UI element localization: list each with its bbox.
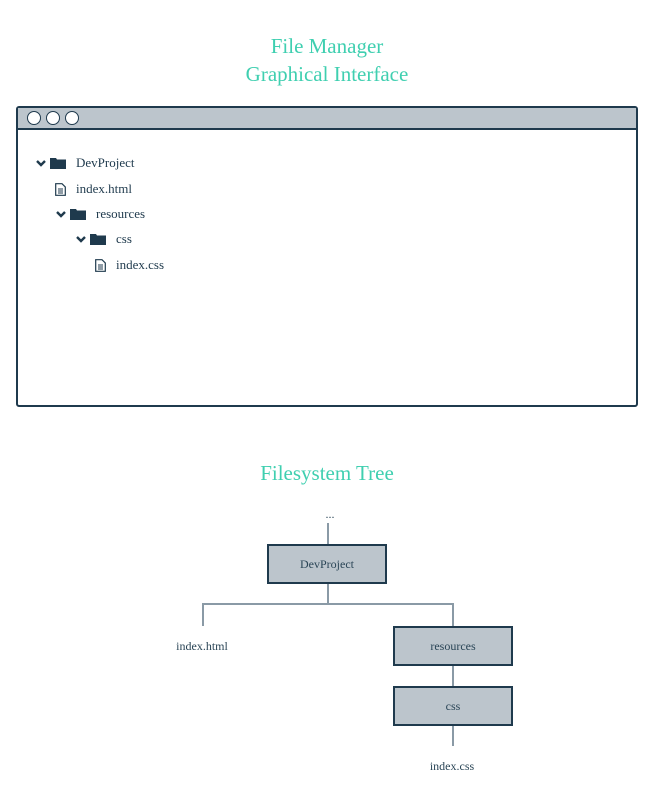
- tree-item-label: index.html: [76, 181, 132, 196]
- node-resources: resources: [393, 626, 513, 666]
- tree-item-label: index.css: [116, 257, 165, 272]
- page-title-line1: File Manager: [270, 34, 384, 58]
- leaf-index-html: index.html: [176, 639, 228, 653]
- tree-item-resources[interactable]: resources: [56, 206, 145, 222]
- tree-item-label: resources: [96, 206, 146, 221]
- folder-icon: [50, 157, 66, 169]
- window-titlebar[interactable]: [18, 108, 636, 130]
- file-manager-window: DevProject index.html resources css inde…: [16, 106, 638, 407]
- connector-line: [202, 603, 204, 626]
- tree-item-label: DevProject: [76, 155, 135, 170]
- tree-item-css[interactable]: css: [76, 231, 132, 247]
- folder-icon: [90, 233, 106, 245]
- ellipsis-label: ...: [325, 507, 335, 521]
- connector-line: [202, 603, 454, 605]
- chevron-down-icon[interactable]: [56, 209, 66, 219]
- tree-item-devproject[interactable]: DevProject: [36, 155, 134, 171]
- window-button-3[interactable]: [65, 111, 79, 125]
- window-button-1[interactable]: [27, 111, 41, 125]
- tree-item-index-css[interactable]: index.css: [95, 257, 164, 273]
- file-icon: [55, 182, 66, 196]
- connector-line: [327, 584, 329, 604]
- tree-item-index-html[interactable]: index.html: [55, 181, 132, 197]
- folder-icon: [70, 208, 86, 220]
- diagram-title: Filesystem Tree: [260, 461, 394, 485]
- connector-line: [452, 726, 454, 746]
- chevron-down-icon[interactable]: [76, 234, 86, 244]
- window-button-2[interactable]: [46, 111, 60, 125]
- node-devproject: DevProject: [267, 544, 387, 584]
- file-icon: [95, 258, 106, 272]
- chevron-down-icon[interactable]: [36, 158, 46, 168]
- connector-line: [452, 603, 454, 627]
- connector-line: [452, 666, 454, 687]
- connector-line: [327, 523, 329, 545]
- leaf-index-css: index.css: [429, 759, 475, 773]
- node-css: css: [393, 686, 513, 726]
- tree-item-label: css: [116, 231, 132, 246]
- page-title-line2: Graphical Interface: [245, 62, 409, 86]
